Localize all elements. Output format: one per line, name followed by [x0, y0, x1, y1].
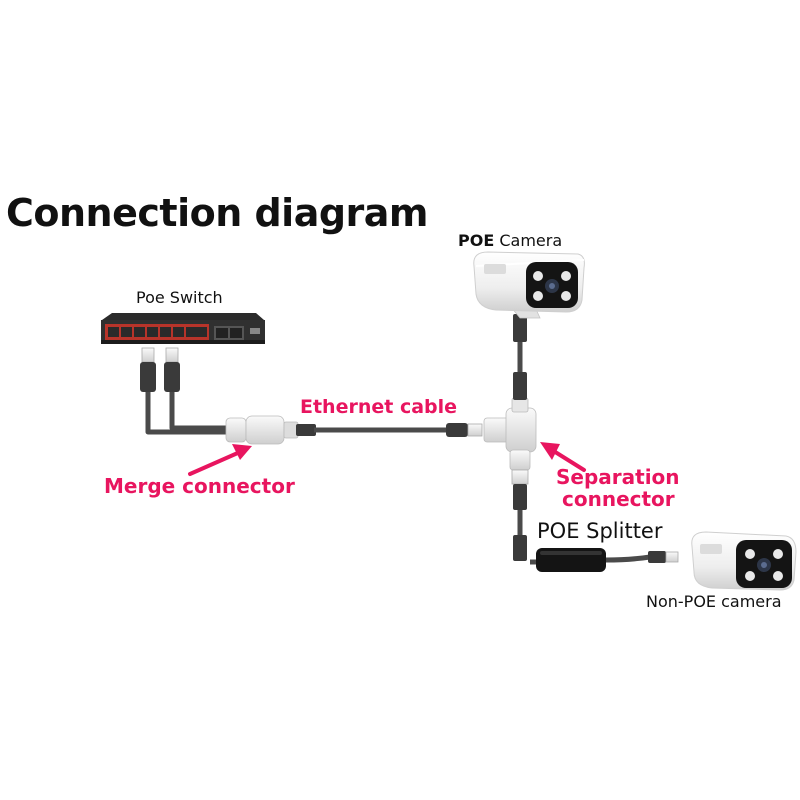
- separation-label-line2: connector: [562, 487, 675, 511]
- non-poe-camera-device: [691, 531, 797, 591]
- poe-splitter-device: [530, 548, 679, 572]
- poe-switch-label: Poe Switch: [136, 288, 223, 307]
- diagram-title: Connection diagram: [6, 191, 429, 235]
- switch-rj45-plugs: [140, 347, 180, 392]
- splitter-cable: [511, 469, 529, 561]
- non-poe-camera-label: Non-POE camera: [646, 592, 782, 611]
- poe-camera-device: [473, 251, 585, 319]
- merge-connector-arrow: [188, 444, 252, 476]
- merge-connector-device: [225, 415, 316, 445]
- poe-switch-device: [101, 313, 265, 344]
- separation-connector-label: Separation connector: [556, 466, 680, 510]
- switch-cables: [145, 390, 235, 435]
- separation-connector-arrow: [540, 442, 586, 472]
- poe-camera-label-bold: POE: [458, 231, 495, 250]
- separation-label-line1: Separation: [556, 465, 680, 489]
- poe-splitter-label: POE Splitter: [537, 519, 663, 543]
- poe-camera-label-rest: Camera: [499, 231, 563, 250]
- ethernet-cable-plug: [446, 423, 483, 437]
- switch-poe-ports: [105, 324, 209, 340]
- separation-connector-device: [483, 397, 537, 471]
- ethernet-cable-label: Ethernet cable: [300, 396, 458, 418]
- poe-camera-cable: [513, 314, 527, 400]
- switch-uplink-ports: [214, 326, 244, 340]
- merge-connector-label: Merge connector: [104, 474, 295, 498]
- poe-camera-label: POE Camera: [458, 233, 562, 249]
